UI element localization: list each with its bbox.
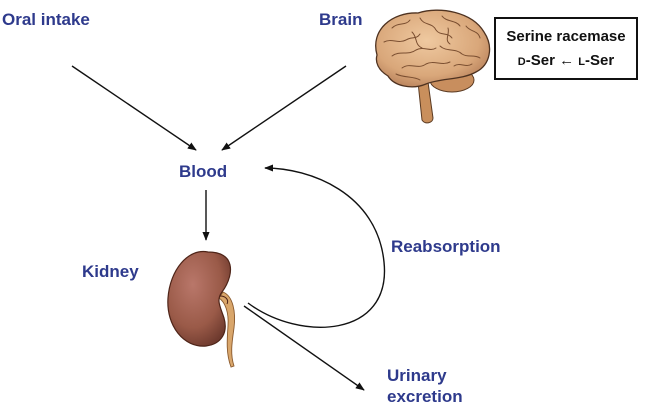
l-prefix: L xyxy=(578,56,586,68)
reabsorption-label: Reabsorption xyxy=(391,237,501,256)
racemase-reaction: D-Ser ← L-Ser xyxy=(496,52,636,71)
serine-racemase-box: Serine racemase D-Ser ← L-Ser xyxy=(494,17,638,80)
kidney-label: Kidney xyxy=(82,262,139,281)
d-ser-rest: -Ser xyxy=(525,52,555,69)
brain-label: Brain xyxy=(319,10,363,29)
reabsorption-arrow xyxy=(247,164,386,328)
arrow-oral-to-blood xyxy=(71,65,197,151)
arrow-urinary-excretion xyxy=(243,305,365,391)
serine-racemase-title: Serine racemase xyxy=(506,28,626,45)
d-prefix: D xyxy=(517,56,526,68)
brain-icon xyxy=(375,9,491,124)
reaction-arrow: ← xyxy=(559,52,575,69)
arrow-brain-to-blood xyxy=(221,65,347,151)
urinary-excretion-label: Urinary excretion xyxy=(387,366,463,406)
kidney-icon xyxy=(167,251,235,368)
l-ser-rest: -Ser xyxy=(585,52,615,69)
blood-label: Blood xyxy=(179,162,228,181)
oral-intake-label: Oral intake xyxy=(2,10,90,29)
